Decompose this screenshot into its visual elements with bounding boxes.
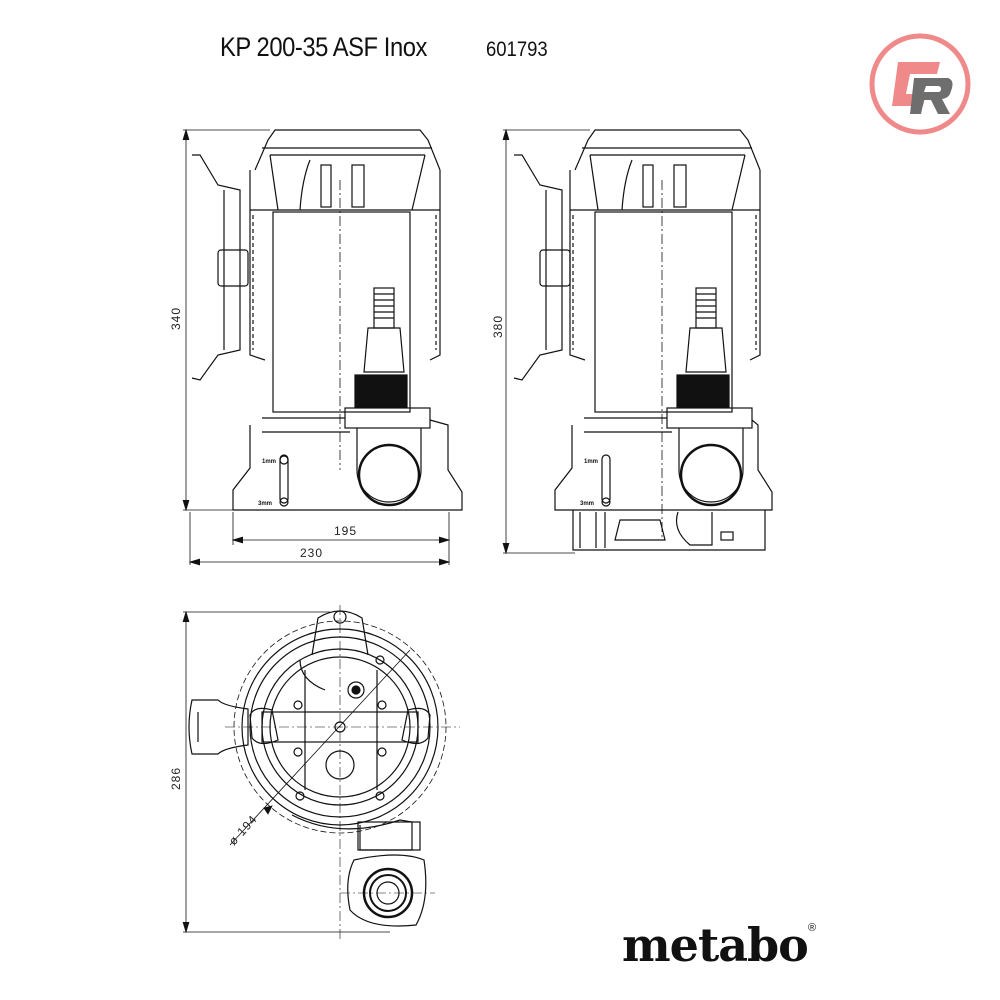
float-mark-bottom-2: 3mm (580, 501, 594, 507)
dimensions-view-2 (502, 128, 590, 555)
height-label-380: 380 (491, 315, 505, 338)
metabo-logo: metabo (622, 918, 809, 972)
side-view-2 (513, 129, 773, 551)
width-label-230: 230 (300, 546, 323, 560)
part-number: 601793 (486, 38, 548, 61)
model-title: KP 200-35 ASF Inox (220, 32, 427, 62)
registered-mark: ® (808, 922, 817, 934)
top-view (188, 605, 460, 940)
diameter-label-194: ø 194 (226, 812, 260, 848)
dimensions-view-1 (182, 128, 451, 566)
float-mark-bottom: 3mm (258, 501, 272, 507)
height-label-286: 286 (169, 767, 183, 790)
width-label-195: 195 (334, 524, 357, 538)
dimensions-top-view (182, 610, 411, 934)
float-mark-top-2: 1mm (584, 459, 598, 465)
cr-logo-icon (869, 33, 971, 135)
side-view-1 (191, 129, 463, 511)
float-mark-top: 1mm (262, 459, 276, 465)
height-label-340: 340 (169, 307, 183, 330)
